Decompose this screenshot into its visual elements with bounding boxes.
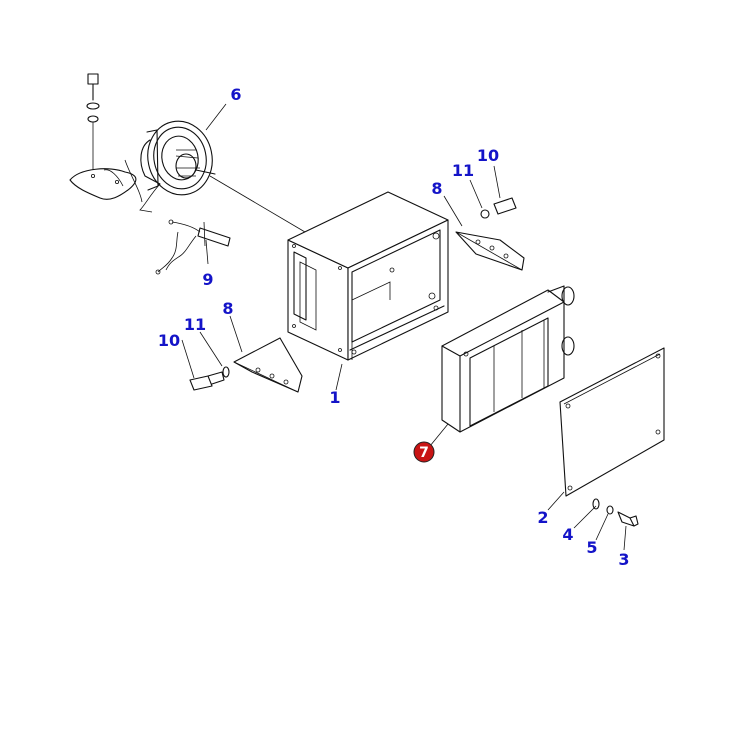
callout-8-lower: 8: [222, 299, 233, 318]
leader-lines: [181, 103, 627, 551]
heater-core: [441, 285, 575, 433]
callout-10-lower: 10: [158, 331, 180, 350]
fan-shaft-line: [209, 175, 306, 233]
callout-7-highlight[interactable]: 7: [413, 441, 435, 463]
heater-housing: [287, 191, 449, 361]
mount-bolt-top-left: [86, 73, 100, 170]
screw-lower-right: [592, 498, 639, 527]
callout-4: 4: [562, 525, 573, 544]
callout-11-upper: 11: [452, 161, 474, 180]
callout-2: 2: [537, 508, 548, 527]
bracket-lower-left: [233, 337, 303, 393]
callout-7: 7: [419, 445, 429, 461]
callout-5: 5: [586, 538, 597, 557]
bracket-upper-right: [455, 231, 525, 271]
bolt-lower-left: [189, 366, 230, 391]
highlight-marker: [413, 441, 435, 463]
cover-plate: [559, 347, 665, 497]
callout-10-upper: 10: [477, 146, 499, 165]
bolt-upper-right: [480, 197, 517, 219]
callout-6: 6: [230, 85, 241, 104]
callout-11-lower: 11: [184, 315, 206, 334]
callout-3: 3: [618, 550, 629, 569]
callout-1: 1: [329, 388, 340, 407]
mount-plate-top-left: [69, 168, 137, 200]
callout-9: 9: [202, 270, 213, 289]
wiring-harness: [155, 219, 231, 275]
fan-motor: [124, 120, 216, 213]
callout-8-upper: 8: [431, 179, 442, 198]
